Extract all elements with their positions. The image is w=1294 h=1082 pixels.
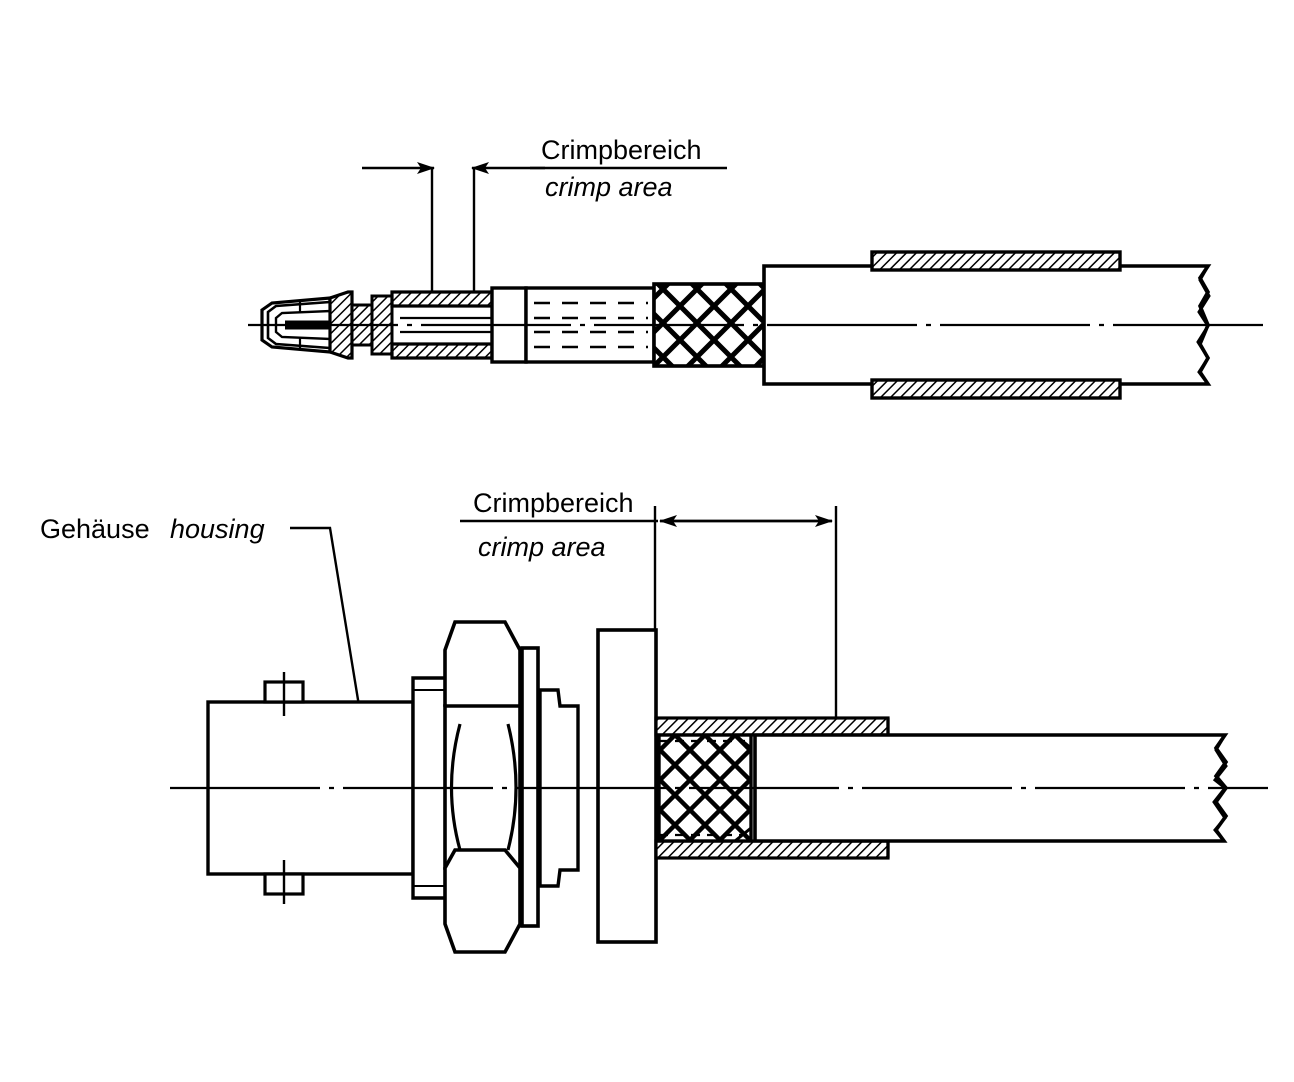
crimp-ferrule-top <box>870 250 1122 400</box>
housing-annotation: Gehäuse housing <box>40 514 362 713</box>
housing-leader-line <box>290 526 362 713</box>
flange-body <box>596 628 658 944</box>
bottom-crimp-label-german: Crimpbereich <box>473 488 634 518</box>
hex-nut-lower-flat <box>443 848 522 954</box>
bottom-ferrule-lower <box>654 839 890 860</box>
top-crimp-label-german: Crimpbereich <box>541 135 702 165</box>
top-crimp-dimension: Crimpbereich crimp area <box>362 135 727 300</box>
bottom-ferrule-upper <box>654 716 890 737</box>
housing-label-german: Gehäuse <box>40 514 150 544</box>
bottom-view-group: Gehäuse housing Crimpbereich crimp area <box>40 488 1268 954</box>
housing-label-english: housing <box>170 514 265 544</box>
pin-crimp-barrel-lower-wall <box>390 342 494 360</box>
dielectric-hidden-lines <box>534 301 648 349</box>
bottom-crimp-label-english: crimp area <box>478 532 606 562</box>
top-view-group: Crimpbereich crimp area <box>248 135 1268 400</box>
pin-crimp-barrel-upper-wall <box>390 290 494 308</box>
ferrule-lower <box>870 378 1122 400</box>
connector-flange <box>596 628 658 944</box>
bottom-crimp-dimension: Crimpbereich crimp area <box>460 488 838 722</box>
top-crimp-label-english: crimp area <box>545 172 673 202</box>
ferrule-upper <box>870 250 1122 272</box>
